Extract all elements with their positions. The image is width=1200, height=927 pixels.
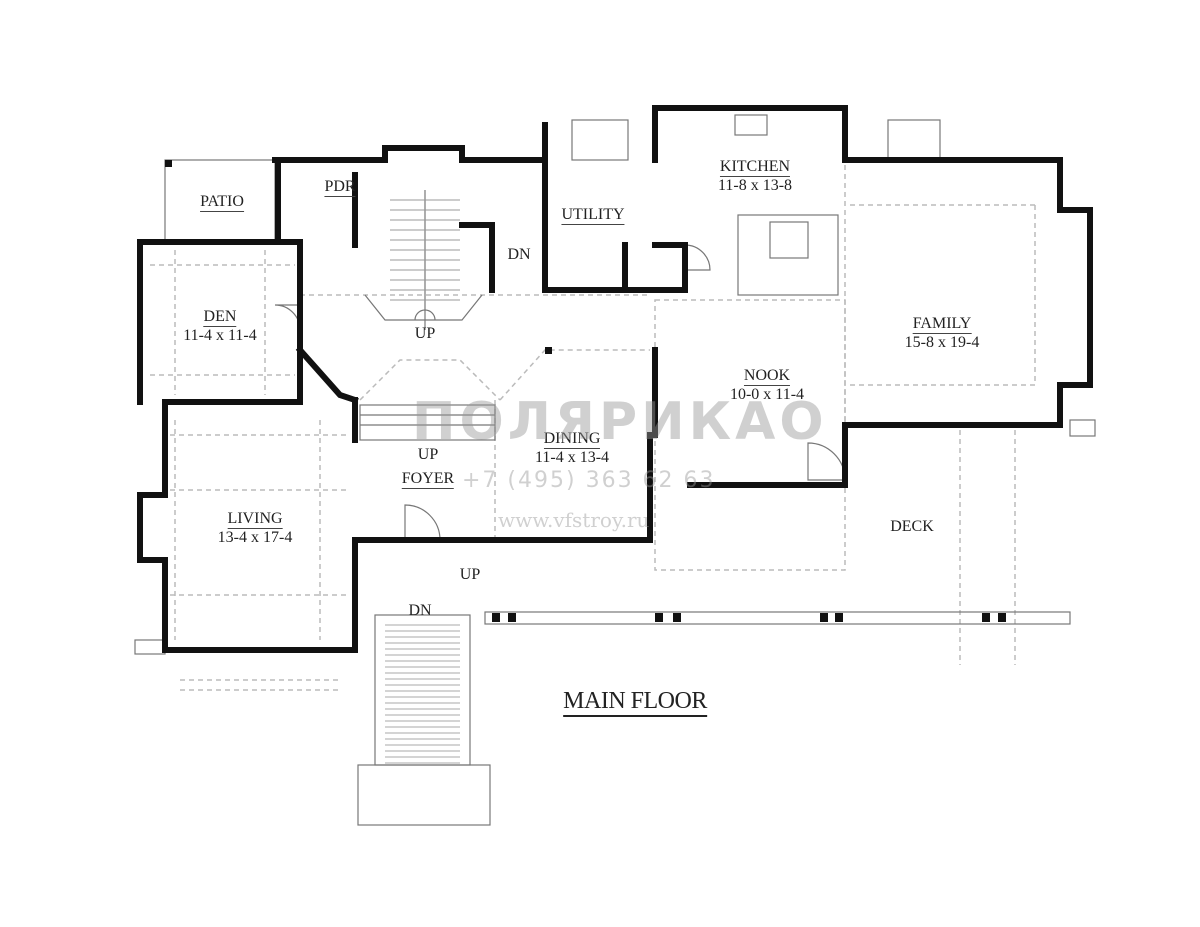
front-stair-treads [385, 624, 460, 764]
front-dn-label: DN [408, 602, 432, 619]
room-dims: 11-8 x 13-8 [717, 177, 793, 194]
room-pdr: PDR [324, 178, 356, 197]
watermark-phone: +7 (495) 363 62 63 [462, 468, 716, 493]
room-name: PDR [324, 178, 356, 197]
room-dims: 11-4 x 11-4 [183, 327, 257, 344]
room-dims: 10-0 x 11-4 [729, 386, 805, 403]
watermark-logo: ПОЛЯРИКАО [412, 392, 828, 452]
room-name: PATIO [200, 193, 244, 212]
room-name: KITCHEN [719, 158, 791, 177]
room-dims: 11-4 x 13-4 [534, 449, 610, 466]
watermark-url: www.vfstroy.ru [498, 508, 650, 532]
stair-up-label: UP [414, 325, 436, 342]
room-name: DECK [890, 518, 934, 535]
stair-dn-label: DN [507, 246, 531, 263]
exterior-walls [137, 105, 1093, 653]
room-patio: PATIO [200, 193, 244, 212]
plan-title: MAIN FLOOR [563, 688, 707, 717]
posts [165, 160, 1006, 622]
room-name: FAMILY [912, 315, 972, 334]
room-deck: DECK [890, 518, 934, 536]
room-dims: 15-8 x 19-4 [904, 334, 980, 351]
room-foyer: FOYER [401, 470, 455, 489]
room-name: FOYER [401, 470, 455, 489]
porch-up-label: UP [459, 566, 481, 583]
room-dims: 13-4 x 17-4 [217, 529, 293, 546]
foyer-up-label: UP [417, 446, 439, 463]
room-name: NOOK [743, 367, 791, 386]
room-name: LIVING [227, 510, 283, 529]
room-utility: UTILITY [561, 206, 625, 225]
room-name: DEN [203, 308, 237, 327]
room-name: UTILITY [561, 206, 625, 225]
stair-treads [390, 199, 460, 301]
